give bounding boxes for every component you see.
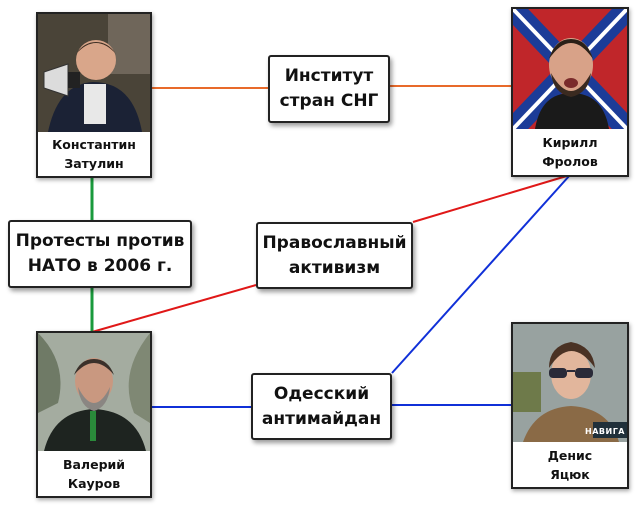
caption-zatulin: Константин Затулин: [38, 132, 150, 176]
caption-kaurov: Валерий Кауров: [38, 451, 150, 496]
first-name: Константин: [52, 137, 136, 152]
photo-zatulin: [38, 14, 150, 132]
last-name: Затулин: [64, 156, 124, 171]
photo-yatsyuk: НАВИГА: [513, 324, 627, 442]
edge-kaurov-orthodox: [91, 284, 257, 333]
photo-frolov: [513, 9, 627, 129]
last-name: Кауров: [67, 475, 121, 491]
topic-line-1: Протесты против: [15, 231, 185, 251]
topic-line-2: НАТО в 2006 г.: [27, 256, 173, 276]
person-card-zatulin: Константин Затулин: [36, 12, 152, 178]
person-card-kaurov: Валерий Кауров: [36, 331, 152, 498]
caption-frolov: Кирилл Фролов: [513, 129, 627, 175]
topic-line-1: Одесский: [273, 383, 370, 404]
person-card-frolov: Кирилл Фролов: [511, 7, 629, 177]
edge-orthodox-frolov: [412, 174, 571, 223]
topic-box-orthodox-activism: Православный активизм: [256, 222, 413, 289]
topic-line-2: активизм: [288, 257, 381, 278]
topic-box-odessa-antimaidan: Одесский антимайдан: [251, 373, 392, 440]
topic-line-2: стран СНГ: [279, 91, 379, 111]
edge-antimaidan-frolov: [391, 174, 571, 374]
news-logo-watermark: НАВИГА: [585, 427, 625, 436]
topic-box-nato-protests: Протесты против НАТО в 2006 г.: [8, 220, 192, 288]
caption-yatsyuk: Денис Яцюк: [513, 442, 627, 487]
photo-kaurov: [38, 333, 150, 451]
first-name: Валерий: [62, 456, 126, 472]
first-name: Денис: [547, 447, 593, 463]
topic-line-2: антимайдан: [261, 408, 382, 429]
last-name: Фролов: [542, 154, 598, 169]
topic-line-1: Православный: [262, 232, 407, 253]
person-card-yatsyuk: НАВИГА Денис Яцюк: [511, 322, 629, 489]
topic-box-cis-institute: Институт стран СНГ: [268, 55, 390, 123]
last-name: Яцюк: [550, 466, 590, 482]
topic-line-1: Институт: [284, 66, 374, 86]
first-name: Кирилл: [542, 135, 598, 150]
